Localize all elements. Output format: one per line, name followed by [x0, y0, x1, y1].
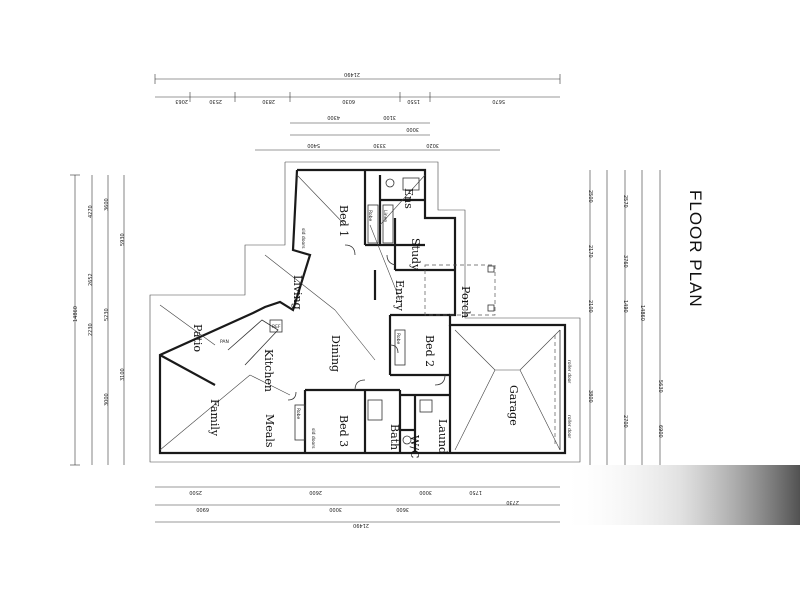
- roller-door-label: roller door: [566, 360, 572, 383]
- dim-left-2a: 3600: [104, 198, 110, 211]
- garage-roller-door: roller door roller door: [554, 330, 572, 450]
- dim-right-d: 3800: [587, 390, 593, 403]
- annotations: sld doors sld doors PAN: [220, 228, 316, 449]
- internal-walls: [159, 170, 455, 453]
- roof-outline: [149, 161, 581, 463]
- room-family: Family: [208, 399, 221, 437]
- room-kitchen: Kitchen: [262, 349, 275, 392]
- sliding-doors-label-2: sld doors: [310, 428, 316, 449]
- room-meals: Meals: [263, 414, 276, 448]
- dim-bottom-1b: 2600: [309, 489, 322, 495]
- dim-top-4a: 5400: [307, 142, 320, 148]
- linen-label: Linen: [382, 210, 388, 222]
- dim-top-4b: 3330: [373, 142, 386, 148]
- roof-hip-lines: [159, 174, 561, 451]
- scan-shadow: [560, 465, 800, 525]
- dim-right-3b: 6900: [657, 425, 663, 438]
- dim-right-2c: 1490: [622, 300, 628, 313]
- pantry-label: PAN: [220, 339, 229, 345]
- roller-door-label-2: roller door: [566, 415, 572, 438]
- dim-right-b: 2170: [587, 245, 593, 258]
- dim-top-3a: 4300: [327, 114, 340, 120]
- right-dimensions: 2500 2170 2100 3800 2570 3760 1490 2700 …: [587, 170, 663, 465]
- robe-label-2: Robe: [295, 408, 301, 420]
- dim-left-a: 4270: [88, 205, 94, 218]
- dim-bottom-2c: 3600: [396, 506, 409, 512]
- left-dimensions: 14860 4270 2652 2230 3600 5230 3000 5930…: [70, 174, 126, 466]
- plan-title: FLOOR PLAN: [686, 190, 705, 308]
- external-walls: [158, 168, 567, 455]
- room-ens: Ens: [402, 188, 415, 209]
- bath-fixtures: [367, 177, 433, 445]
- dim-top-2b: 2530: [209, 98, 222, 104]
- dim-top-2f: 5670: [492, 98, 505, 104]
- dim-top-overall: 21490: [344, 71, 360, 77]
- top-dimensions: 21490 2063 2530 2830 6030 1550 5670 4300…: [154, 71, 561, 151]
- room-garage: Garage: [507, 385, 520, 426]
- dim-left-b: 2652: [88, 273, 94, 286]
- room-labels: Bed 1 Ens Study Entry Porch Living Dinin…: [191, 188, 520, 458]
- dim-bottom-2b: 3000: [329, 506, 342, 512]
- dim-right-overall: 14860: [639, 305, 645, 321]
- dim-right-a: 2500: [587, 190, 593, 203]
- dim-left-3b: 3100: [120, 368, 126, 381]
- dim-top-2e: 1550: [407, 98, 420, 104]
- robe-label-1: Robe: [367, 210, 373, 222]
- dim-bottom-overall: 21490: [353, 522, 369, 528]
- robes: Robe Linen Robe Robe: [294, 204, 406, 441]
- dim-right-3a: 5630: [657, 380, 663, 393]
- dim-left-c: 2230: [88, 323, 94, 336]
- dim-top-2a: 2063: [175, 98, 188, 104]
- dim-top-4c: 3020: [426, 142, 439, 148]
- dim-left-overall: 14860: [73, 306, 79, 322]
- sliding-doors-label-1: sld doors: [300, 228, 306, 249]
- room-bath: Bath: [388, 424, 401, 450]
- dim-bottom-1a: 2500: [189, 489, 202, 495]
- door-swings: [287, 244, 446, 401]
- dim-bottom-1c: 3000: [419, 489, 432, 495]
- room-living: Living: [291, 275, 304, 310]
- kitchen-counter: REF: [227, 319, 283, 366]
- dim-right-c: 2100: [587, 300, 593, 313]
- dim-top-3b: 3100: [383, 114, 396, 120]
- dim-left-2b: 5230: [104, 308, 110, 321]
- room-wc: W/C: [408, 435, 421, 458]
- dim-top-2d: 6030: [342, 98, 355, 104]
- bottom-dimensions: 2500 2600 3000 1750 2730 6900 3000 3600 …: [155, 486, 560, 528]
- room-dining: Dining: [329, 335, 342, 372]
- dim-right-2a: 2570: [622, 195, 628, 208]
- dim-bottom-2a: 6900: [196, 506, 209, 512]
- room-entry: Entry: [393, 280, 406, 312]
- fridge-label: REF: [272, 324, 281, 330]
- room-bed1: Bed 1: [337, 205, 350, 237]
- dim-top-2c: 2830: [262, 98, 275, 104]
- room-study: Study: [409, 238, 422, 271]
- dim-left-2c: 3000: [104, 393, 110, 406]
- dim-right-2b: 3760: [622, 255, 628, 268]
- room-laundry: Laund: [436, 419, 449, 454]
- robe-label-3: Robe: [395, 333, 401, 345]
- room-patio: Patio: [191, 324, 204, 352]
- room-porch: Porch: [459, 286, 472, 318]
- dim-bottom-1e: 2730: [506, 499, 519, 505]
- dim-bottom-1d: 1750: [469, 489, 482, 495]
- dim-right-2d: 2700: [622, 415, 628, 428]
- room-bed3: Bed 3: [337, 415, 350, 447]
- dim-left-3a: 5930: [120, 233, 126, 246]
- dim-top-3c: 3000: [406, 126, 419, 132]
- porch-outline: [424, 264, 496, 316]
- room-bed2: Bed 2: [423, 335, 436, 367]
